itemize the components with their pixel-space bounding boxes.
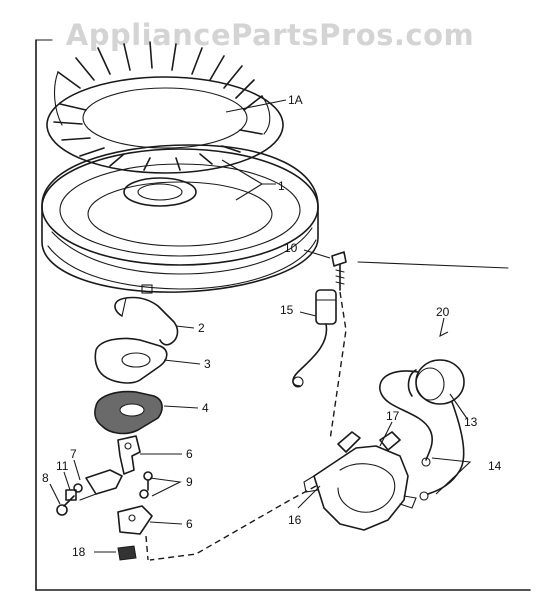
callout-20: 20 xyxy=(436,305,450,319)
callout-16: 16 xyxy=(288,513,302,527)
callout-1A: 1A xyxy=(288,93,303,107)
flywheel xyxy=(41,144,319,294)
callout-15: 15 xyxy=(280,303,294,317)
callout-18: 18 xyxy=(72,545,86,559)
callout-13: 13 xyxy=(464,415,478,429)
screw-10 xyxy=(331,251,347,291)
plate xyxy=(94,337,168,384)
callout-14: 14 xyxy=(488,459,502,473)
spring-clip xyxy=(114,296,179,346)
callout-17: 17 xyxy=(386,409,400,423)
flywheel-fan xyxy=(46,41,284,174)
frame xyxy=(35,39,531,591)
block xyxy=(117,545,137,561)
capacitor xyxy=(292,289,337,388)
leader-lines xyxy=(49,99,472,553)
wires xyxy=(379,370,465,501)
callout-labels: 1A 1 2 3 4 6 7 11 8 9 6 18 10 15 20 13 1… xyxy=(42,93,502,559)
bracket-upper xyxy=(117,435,141,475)
callout-2: 2 xyxy=(198,321,205,335)
screws xyxy=(139,471,153,499)
module-housing xyxy=(303,431,417,531)
callout-9: 9 xyxy=(186,475,193,489)
assembly-lines xyxy=(145,261,509,561)
gasket xyxy=(94,390,163,435)
callout-7: 7 xyxy=(70,447,77,461)
coil xyxy=(407,359,465,405)
callout-6-lower: 6 xyxy=(186,517,193,531)
callout-11: 11 xyxy=(56,459,69,473)
bracket-lower xyxy=(117,505,153,535)
callout-10: 10 xyxy=(284,241,298,255)
callout-3: 3 xyxy=(204,357,211,371)
callout-6-upper: 6 xyxy=(186,447,193,461)
linkage-assembly xyxy=(56,469,123,516)
callout-8: 8 xyxy=(42,471,49,485)
callout-1: 1 xyxy=(278,179,285,193)
callout-4: 4 xyxy=(202,401,209,415)
